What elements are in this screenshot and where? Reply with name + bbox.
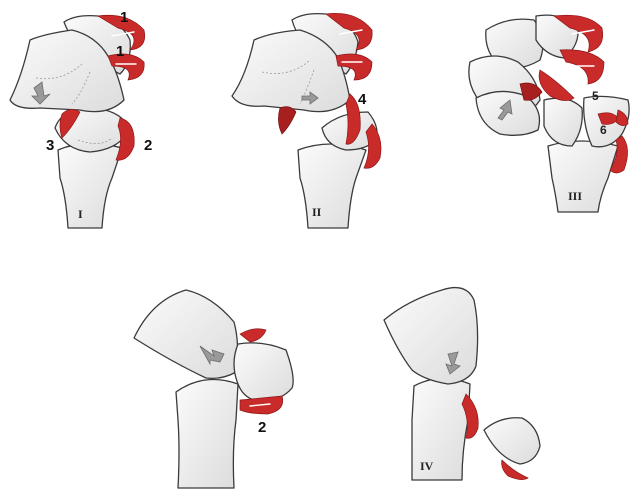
lunate-bone [234,343,293,402]
radius-bone [298,144,366,228]
ligament-label-1: 1 [116,43,124,60]
stage-label: I [78,207,83,221]
capitate-bone [384,288,478,384]
stage-4-panel: IV [384,288,540,480]
radius-bone [176,380,238,489]
stage-3-panel: 5 6 III [469,15,629,212]
ligament [560,50,604,84]
stage-1-panel: 1 1 3 2 I [10,9,152,228]
ligament-label-2: 2 [144,137,152,154]
dislocation-panel: 2 [134,290,293,488]
ligament [278,107,296,134]
ligament-label-4: 4 [358,91,367,108]
stage-2-panel: 4 II [232,13,381,228]
ligament-label-2: 2 [258,419,266,436]
radius-bone [58,143,122,228]
ligament-label-3: 3 [46,137,54,154]
capitate-bone [134,290,238,378]
ligament-label-1: 1 [120,9,128,26]
ligament [539,70,574,101]
triquetrum-bone [544,98,582,146]
ligament-label-6: 6 [600,123,607,137]
ligament-label-5: 5 [592,89,599,103]
stage-label: III [568,189,582,203]
radius-bone [548,141,618,212]
ligament [240,329,266,342]
stage-label: IV [420,459,434,473]
lunate-bone [484,418,540,464]
stage-label: II [312,205,322,219]
